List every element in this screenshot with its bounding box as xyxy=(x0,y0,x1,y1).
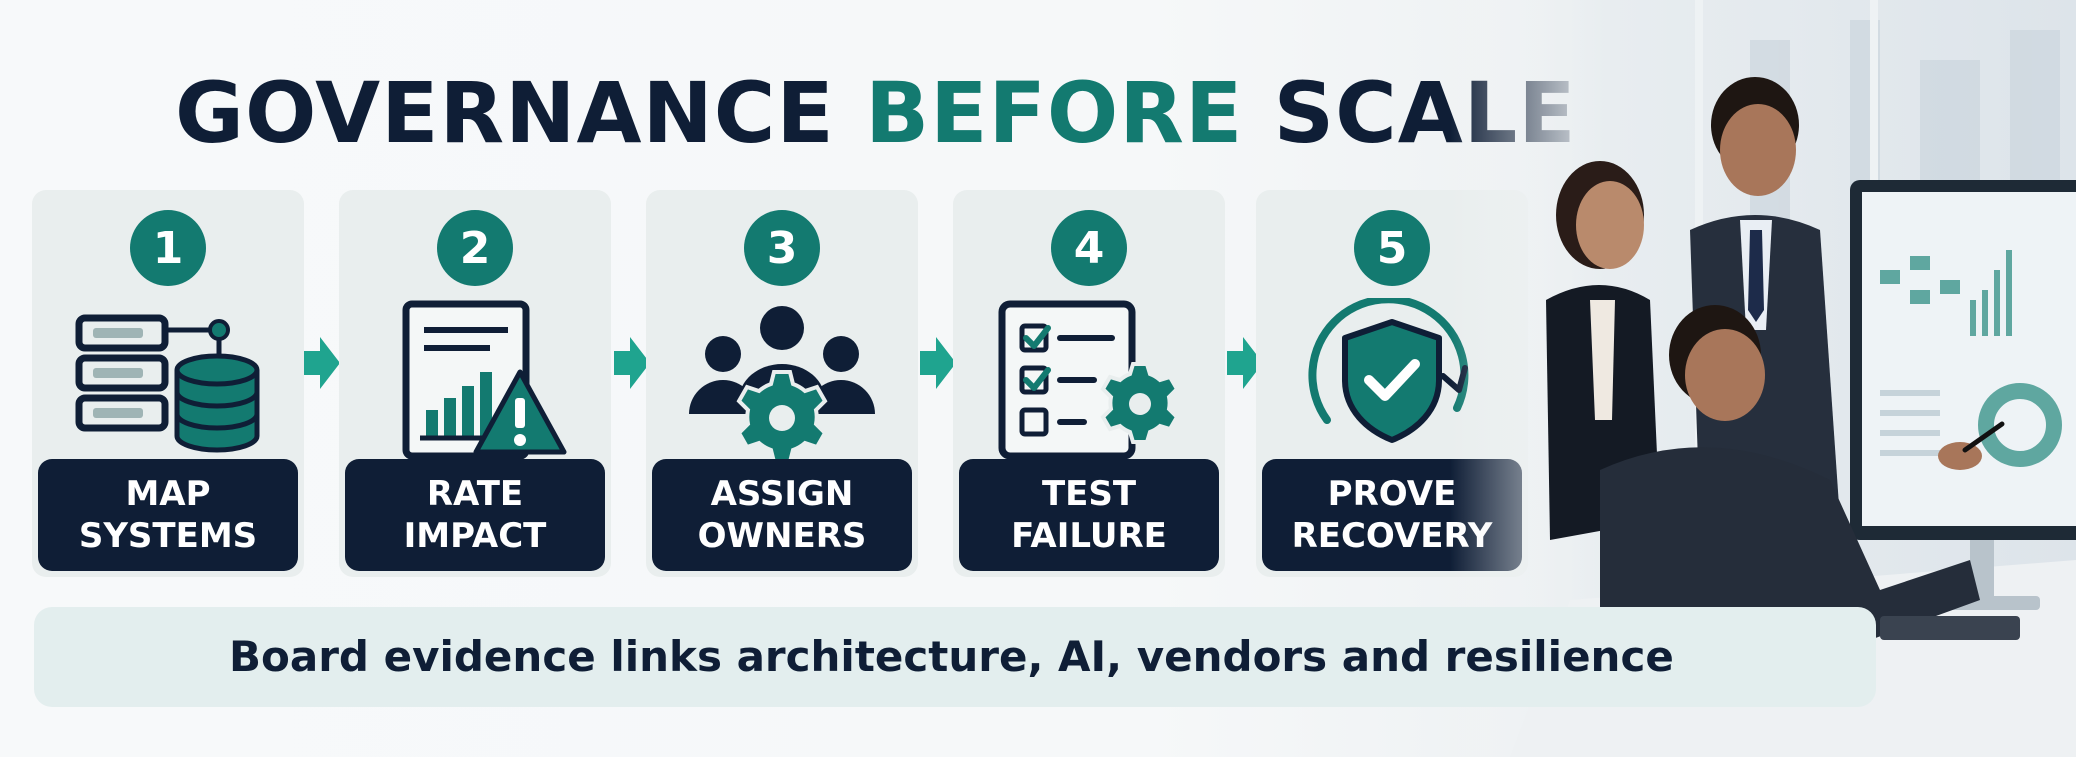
step-number-2: 2 xyxy=(437,210,513,286)
report-warning-icon xyxy=(402,300,567,460)
team-gear-icon xyxy=(689,306,875,464)
step-label-2: RATE IMPACT xyxy=(345,459,605,571)
arrow-right-icon xyxy=(1227,337,1263,389)
step-number-5: 5 xyxy=(1354,210,1430,286)
step-number-3: 3 xyxy=(744,210,820,286)
arrow-right-icon xyxy=(614,337,650,389)
evidence-text: Board evidence links architecture, AI, v… xyxy=(229,632,1674,681)
title-accent: BEFORE xyxy=(865,64,1244,162)
step-label-4: TEST FAILURE xyxy=(959,459,1219,571)
checklist-gear-icon xyxy=(998,300,1180,460)
step-card-1: 1 MAP SYSTEMS xyxy=(32,190,304,577)
title-part-1: GOVERNANCE xyxy=(175,64,866,162)
step-label-1: MAP SYSTEMS xyxy=(38,459,298,571)
step-label-3: ASSIGN OWNERS xyxy=(652,459,912,571)
page-title: GOVERNANCE BEFORE SCALE xyxy=(175,58,1576,168)
step-card-2: 2 RATE IMPACT xyxy=(339,190,611,577)
arrow-right-icon xyxy=(304,337,340,389)
step-number-4: 4 xyxy=(1051,210,1127,286)
step-number-1: 1 xyxy=(130,210,206,286)
step-card-4: 4 TEST FAILURE xyxy=(953,190,1225,577)
evidence-banner: Board evidence links architecture, AI, v… xyxy=(34,607,1876,707)
arrow-right-icon xyxy=(920,337,956,389)
server-database-icon xyxy=(75,314,260,453)
step-card-3: 3 ASSIGN OWNERS xyxy=(646,190,918,577)
